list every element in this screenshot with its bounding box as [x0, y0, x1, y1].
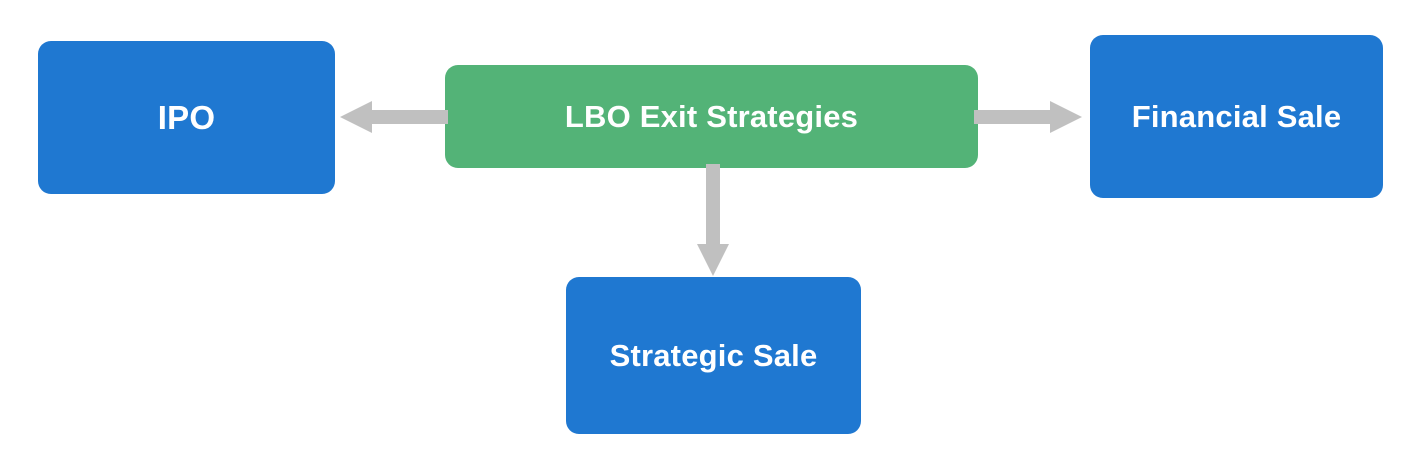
node-strategic-sale[interactable]: Strategic Sale	[566, 277, 861, 434]
node-strategic-sale-label: Strategic Sale	[609, 337, 818, 373]
arrow-left-icon	[340, 101, 448, 133]
arrow-right-icon	[974, 101, 1082, 133]
node-ipo[interactable]: IPO	[38, 41, 335, 194]
node-financial-sale-label: Financial Sale	[1131, 98, 1342, 134]
node-lbo-exit-strategies-label: LBO Exit Strategies	[564, 98, 859, 134]
node-ipo-label: IPO	[157, 98, 216, 136]
arrow-down-icon	[697, 164, 729, 276]
node-financial-sale[interactable]: Financial Sale	[1090, 35, 1383, 198]
node-lbo-exit-strategies[interactable]: LBO Exit Strategies	[445, 65, 978, 168]
